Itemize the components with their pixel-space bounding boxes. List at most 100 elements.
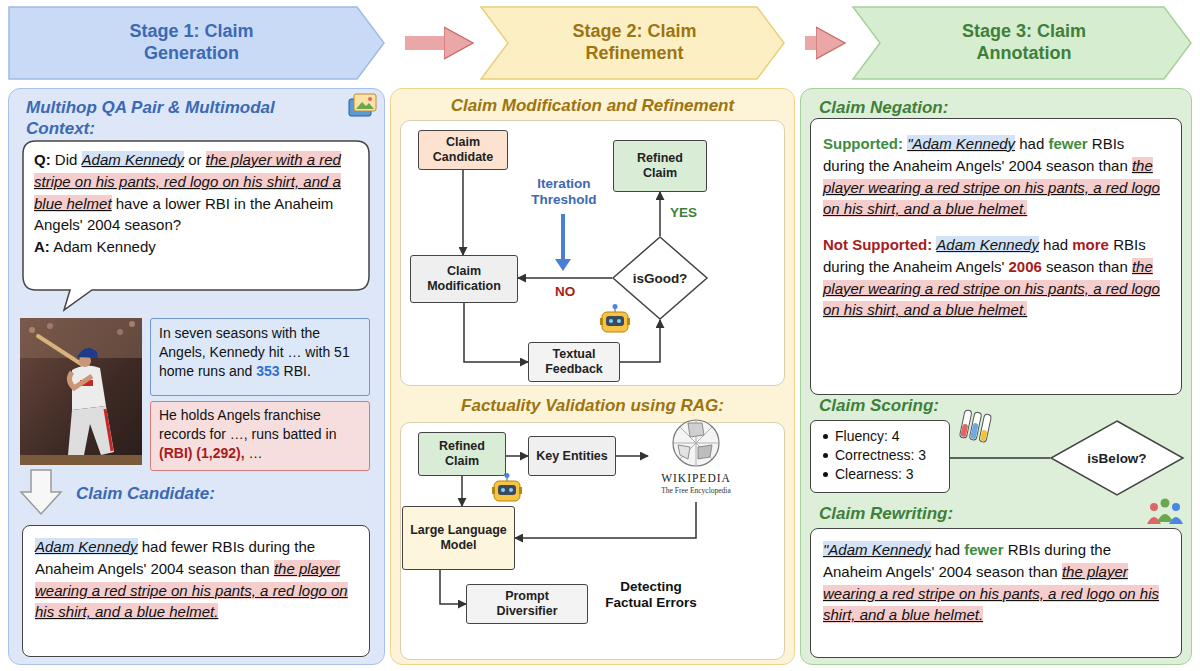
highlight-run: Not Supported:: [823, 236, 932, 253]
robot-icon: [602, 312, 628, 332]
stage-panel-text: Claim Modification and Refinement: [391, 95, 794, 116]
robot-icon: [613, 304, 618, 309]
highlight-run: Adam Kennedy: [936, 236, 1039, 253]
highlight-run: the player wearing a red stripe on his p…: [823, 563, 1159, 624]
test-tube-icon: [960, 423, 968, 437]
stage-chevron: Stage 3: Claim Annotation: [852, 6, 1192, 80]
image-icon: [354, 94, 376, 111]
baseball-photo: [68, 406, 114, 455]
highlight-run: the player wearing a red stripe on his p…: [35, 560, 348, 621]
robot-icon: [600, 318, 603, 325]
decision-diamond-outline: [613, 237, 707, 319]
wikipedia-globe: [688, 423, 704, 437]
baseball-photo: [79, 355, 91, 367]
stage-chevron-outline: [9, 7, 384, 79]
highlight-run: fewer: [964, 541, 1003, 558]
qa-speech-bubble-outline: [23, 141, 369, 310]
stage-chevron: Stage 1: Claim Generation: [8, 6, 385, 80]
baseball-photo: [69, 372, 92, 388]
highlight-run: Adam Kennedy: [82, 151, 185, 168]
text-holder: Claim Rewriting:: [819, 503, 1039, 524]
connector-arrow: [464, 303, 528, 362]
wikipedia-globe: [673, 420, 719, 466]
test-tube-icon: [969, 412, 982, 441]
decision-diamond-text: isBelow?: [1087, 451, 1146, 466]
annotators-icon: [1147, 517, 1161, 524]
image-icon: [349, 94, 376, 116]
process-box: Refined Claim: [613, 140, 707, 192]
robot-icon: [509, 488, 513, 492]
robot-icon: [507, 475, 508, 481]
process-box: Refined Claim: [418, 432, 506, 476]
process-box-text: Key Entities: [536, 449, 608, 464]
stage-chevron-outline: [853, 7, 1191, 79]
stage-panel-text: Claim Negation:: [819, 97, 1119, 118]
text-holder: Claim Scoring:: [819, 395, 989, 416]
highlight-run: fewer: [1048, 135, 1087, 152]
claim-box-text: "Adam Kennedy had fewer RBIs during the …: [823, 539, 1169, 626]
score-list-text: Clearness: 3: [821, 465, 939, 484]
qa-speech-bubble-text: A: Adam Kennedy: [34, 236, 358, 258]
process-box-text: Claim Candidate: [425, 135, 501, 165]
connector-arrow: [616, 455, 648, 457]
decision-diamond-outline: [1051, 421, 1183, 495]
baseball-photo: [80, 380, 93, 386]
image-icon: [349, 99, 371, 116]
edge-label: NO: [553, 284, 577, 300]
highlight-run: Q:: [34, 151, 51, 168]
process-box: Claim Candidate: [418, 130, 508, 170]
stage-chevron: Stage 2: Claim Refinement: [480, 6, 785, 80]
stage-arrow: [805, 36, 820, 50]
qa-speech-bubble: Q: Did Adam Kennedy or the player with a…: [22, 140, 370, 312]
connector-arrow: [515, 502, 696, 538]
baseball-photo: [38, 336, 95, 373]
wikipedia-globe: [678, 445, 690, 459]
connector-arrow: [440, 570, 466, 604]
test-tube-icon: [959, 410, 991, 443]
baseball-photo: [77, 348, 98, 358]
robot-icon: [505, 473, 510, 478]
annotators-icon: [1150, 503, 1158, 511]
connector-arrow: [462, 170, 464, 255]
baseball-photo: [20, 318, 142, 358]
robot-icon: [606, 316, 624, 326]
stage-chevron-text: Stage 1: Claim Generation: [97, 21, 287, 64]
annotators-icon: [1161, 499, 1170, 508]
evidence-box: He holds Angels franchise records for …,…: [150, 401, 370, 471]
process-box-text: Claim Modification: [417, 264, 511, 294]
highlight-run: the player wearing a red stripe on his p…: [823, 258, 1160, 319]
claim-box: Adam Kennedy had fewer RBIs during the A…: [22, 525, 370, 657]
edge-label: YES: [668, 205, 699, 221]
image-icon: [368, 97, 372, 101]
baseball-photo: [117, 329, 123, 335]
evidence-box-text: In seven seasons with the Angels, Kenned…: [159, 324, 361, 381]
stage-arrow: [405, 36, 448, 50]
process-box: Large Language Model: [402, 506, 515, 570]
test-tube-icon: [970, 423, 979, 440]
annotation-label: Iteration Threshold: [518, 176, 610, 208]
text-holder: Factuality Validation using RAG:: [391, 395, 794, 416]
edge-label-holder: NO: [553, 284, 577, 300]
claim-box-text: Supported: "Adam Kennedy had fewer RBIs …: [823, 133, 1169, 220]
stage-panel-text: Multihop QA Pair & Multimodal Context:: [26, 97, 346, 140]
annotators-icon: [1172, 503, 1180, 511]
connector-arrow: [950, 457, 1050, 459]
text-holder: Multihop QA Pair & Multimodal Context:: [26, 97, 346, 140]
claim-box: "Adam Kennedy had fewer RBIs during the …: [810, 528, 1182, 658]
robot-icon: [519, 487, 522, 494]
highlight-run: 353: [256, 363, 279, 379]
connector-arrow: [620, 320, 660, 362]
robot-icon: [609, 319, 613, 323]
wikipedia-logo-text: The Free Encyclopedia: [648, 486, 744, 495]
text-holder: Claim Candidate:: [76, 483, 336, 504]
highlight-run: A:: [34, 238, 50, 255]
process-box-text: Refined Claim: [425, 439, 499, 469]
stage-panel: Claim Negation: Claim Scoring: Claim Rewri…: [800, 88, 1192, 665]
annotators-icon: [1157, 514, 1173, 522]
process-box-text: Prompt Diversifier: [473, 589, 581, 619]
score-list: Fluency: 4Correctness: 3Clearness: 3: [810, 420, 950, 493]
label-holder: Iteration Threshold: [518, 176, 610, 208]
robot-icon: [494, 481, 520, 501]
stage-panel-text: Claim Candidate:: [76, 483, 336, 504]
